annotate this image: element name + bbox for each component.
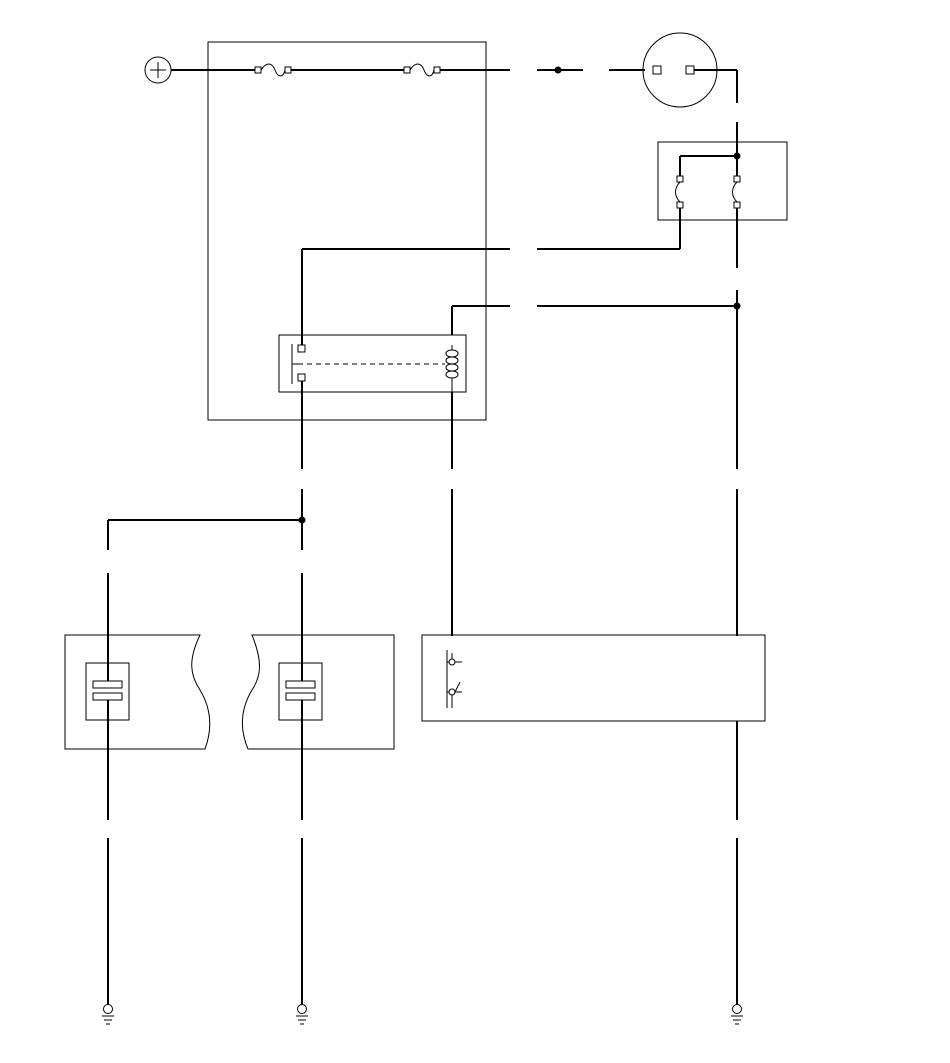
fuse-1 <box>254 63 292 77</box>
ground-icon <box>296 1004 308 1025</box>
switch-assembly <box>657 141 788 221</box>
positive-terminal <box>144 56 172 84</box>
relay-contact <box>291 344 306 384</box>
relay <box>278 334 467 393</box>
heater-housing-right <box>242 634 395 750</box>
heater-element-right <box>278 662 323 721</box>
push-button-icon <box>446 650 462 708</box>
heater-element-left <box>85 662 130 721</box>
ground-icon <box>102 1004 114 1025</box>
relay-coil <box>445 345 459 392</box>
fuse-box <box>207 41 487 421</box>
push-switch-module <box>421 634 766 722</box>
fuse-2 <box>403 63 441 77</box>
switch-right <box>732 175 741 209</box>
heater-housing-left <box>64 634 211 750</box>
splice-dot <box>554 66 562 74</box>
ground-icon <box>731 1004 743 1025</box>
switch-left <box>675 175 684 209</box>
